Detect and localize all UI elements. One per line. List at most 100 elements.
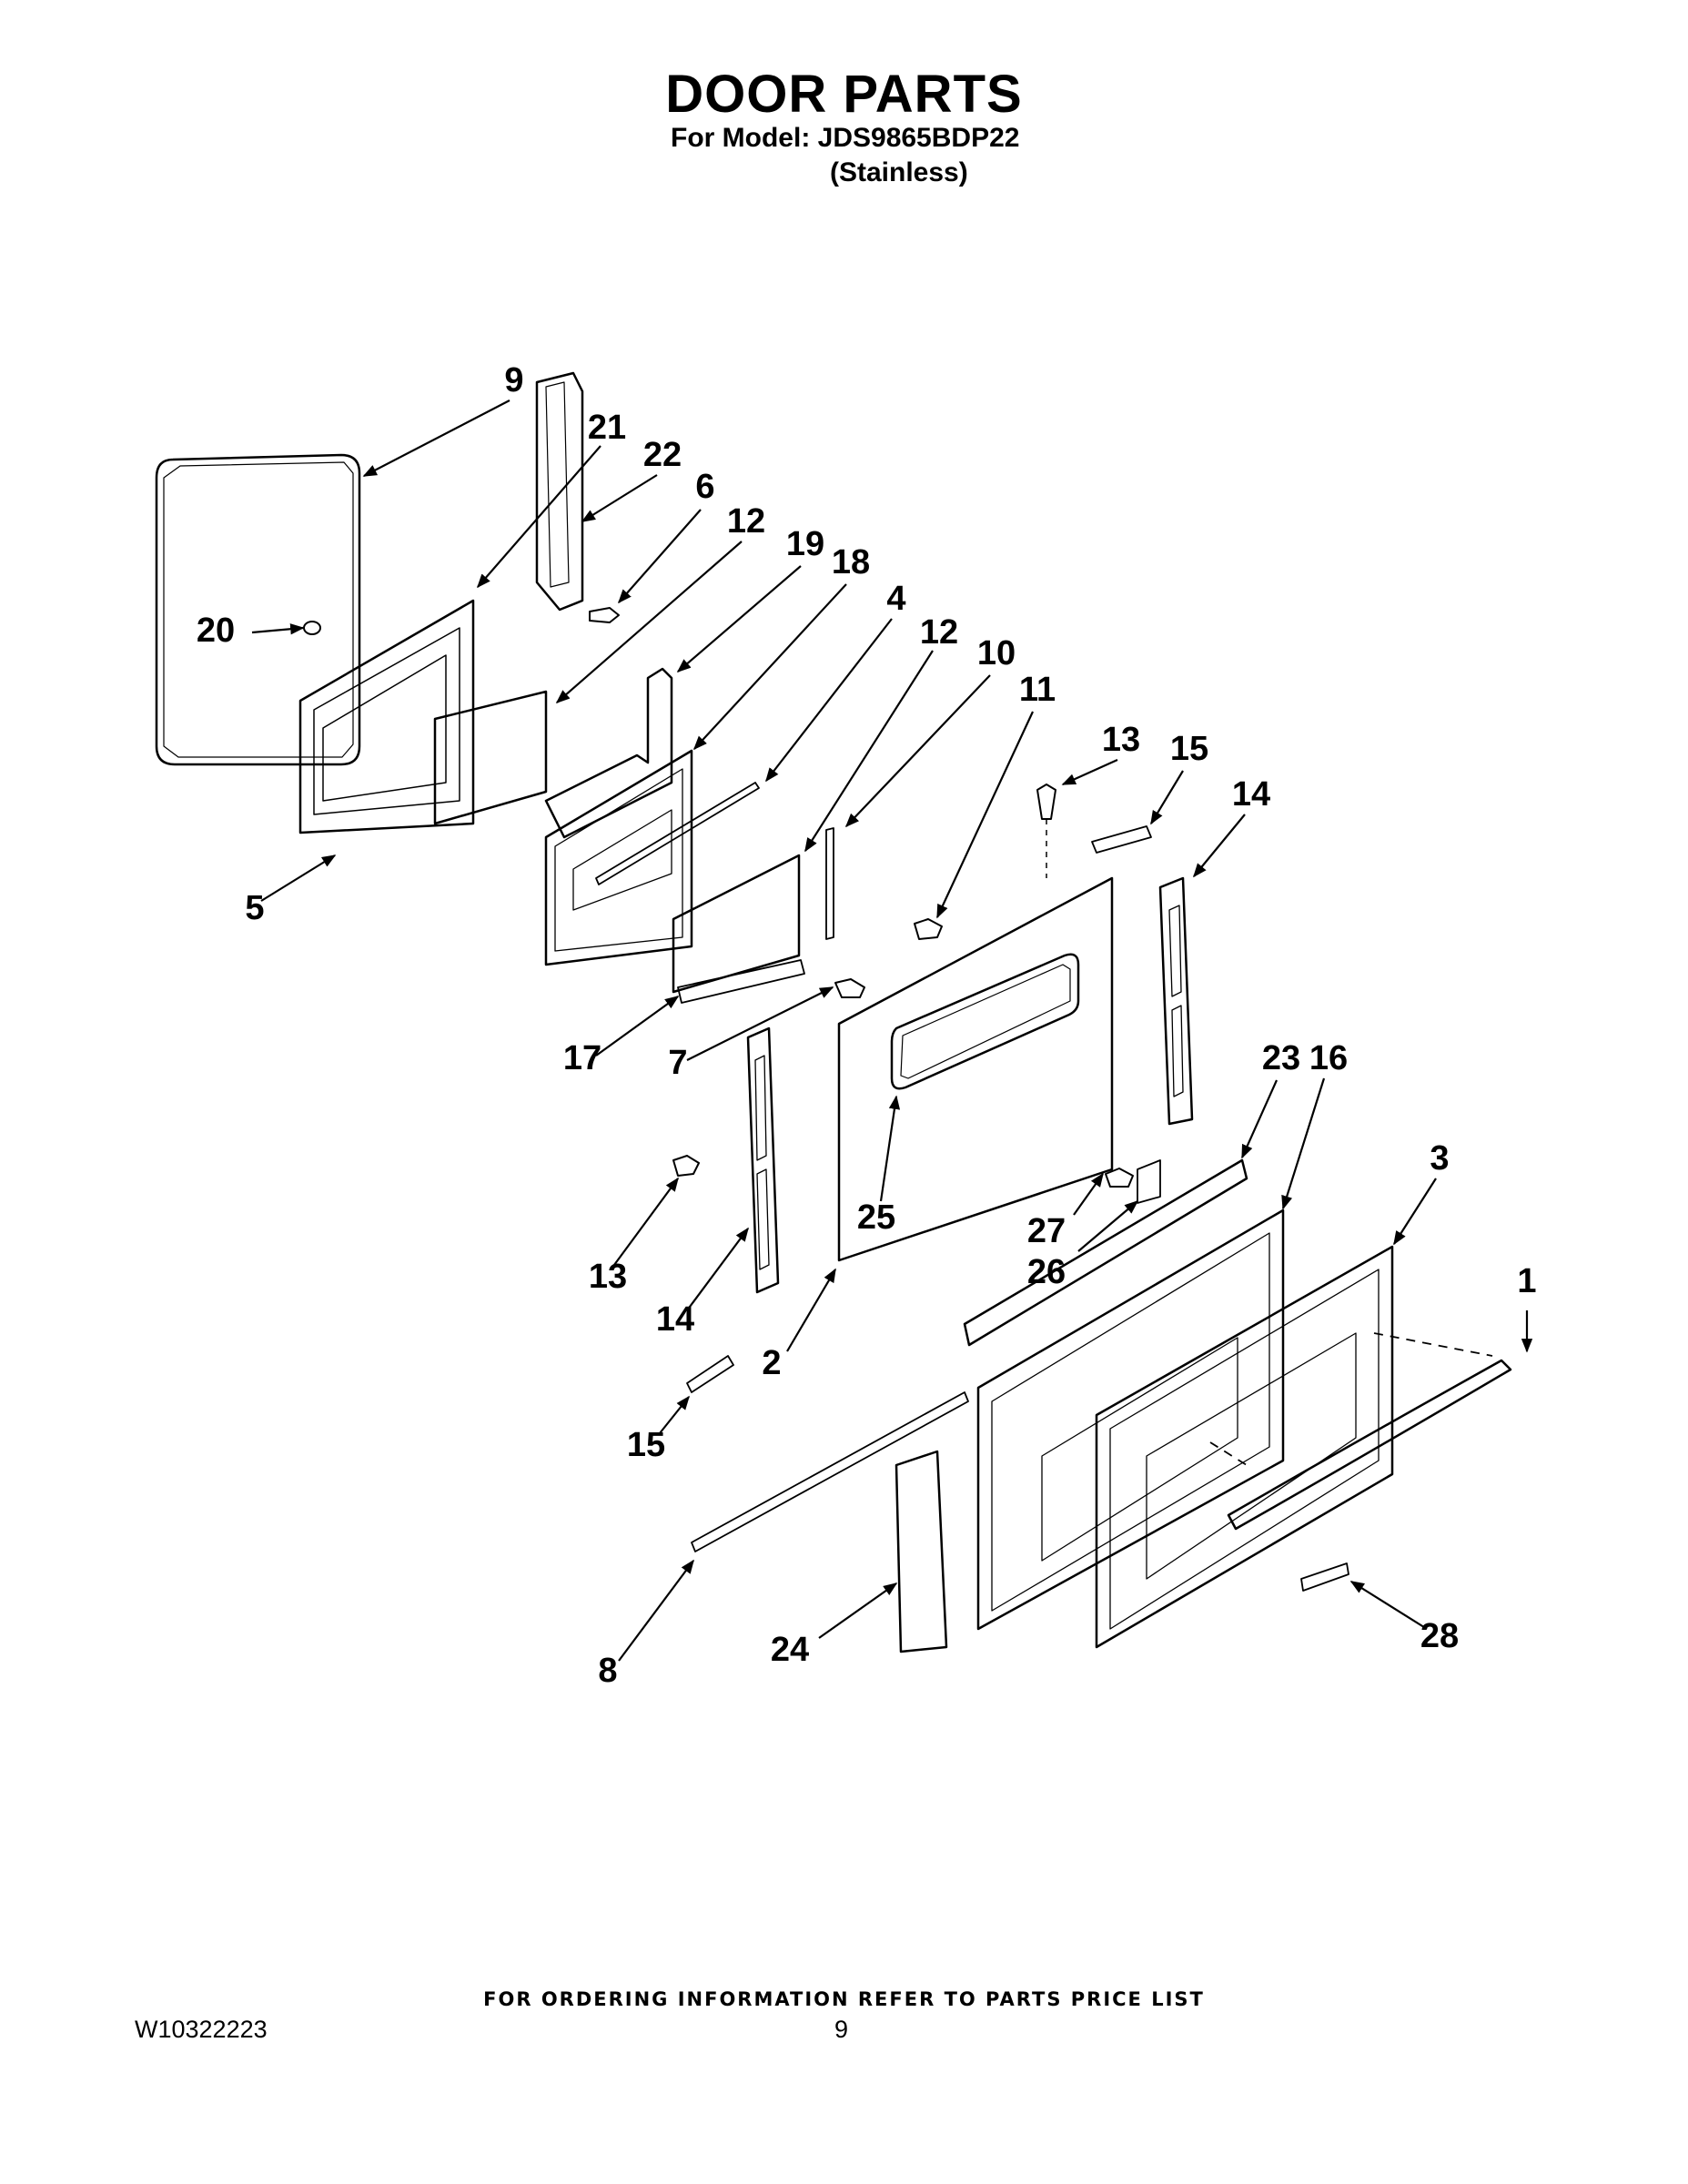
leader-line-c16 (1281, 1077, 1326, 1210)
callout-c14a: 14 (1232, 775, 1270, 814)
callout-c26: 26 (1027, 1253, 1066, 1291)
leader-line-c6 (617, 509, 702, 604)
leader-line-c21 (476, 445, 601, 589)
screw-13-bottom (672, 1155, 700, 1177)
leader-line-c2 (786, 1268, 836, 1352)
callout-c24: 24 (771, 1631, 809, 1669)
leader-line-c12a (555, 541, 743, 704)
callout-c20: 20 (197, 612, 235, 650)
inner-window-glass (433, 690, 548, 825)
callout-c10: 10 (977, 634, 1016, 672)
leader-line-c11 (936, 711, 1034, 919)
screw-6 (589, 607, 620, 623)
clip-15-top (1091, 825, 1152, 854)
leader-line-c18 (692, 583, 847, 751)
outer-door-frame (976, 1208, 1285, 1631)
callout-c19: 19 (786, 525, 824, 563)
callout-c12b: 12 (920, 613, 958, 652)
callout-c5: 5 (245, 889, 264, 927)
model-finish: (Stainless) (830, 157, 968, 187)
brand-badge (1300, 1562, 1349, 1592)
insulation-pad (895, 1450, 948, 1653)
callout-c8: 8 (598, 1652, 617, 1690)
leader-line-c27 (1073, 1172, 1104, 1216)
callout-c25: 25 (857, 1198, 895, 1237)
callout-c11: 11 (1019, 671, 1056, 709)
callout-c3: 3 (1430, 1139, 1449, 1178)
leader-line-c13b (613, 1177, 679, 1266)
callout-c7: 7 (668, 1044, 687, 1082)
callout-c22: 22 (643, 436, 682, 474)
window-gasket (890, 953, 1080, 1090)
callout-c13b: 13 (589, 1258, 627, 1296)
door-gasket (155, 453, 361, 766)
page-number: 9 (834, 2016, 849, 2043)
leader-line-c5 (260, 854, 337, 902)
leader-line-c14b (686, 1227, 749, 1311)
door-hinge (535, 371, 584, 612)
leader-line-c3 (1393, 1178, 1437, 1246)
leader-line-c4 (765, 618, 893, 783)
callout-c28: 28 (1420, 1617, 1459, 1655)
leader-line-c26 (1077, 1200, 1139, 1252)
page-title: DOOR PARTS (665, 65, 1023, 124)
callout-c1: 1 (1517, 1262, 1536, 1300)
window-rail (595, 782, 760, 885)
leader-line-c7 (686, 986, 834, 1061)
leader-line-c23 (1240, 1079, 1279, 1159)
bottom-bracket (677, 959, 805, 1004)
side-channel-right (1158, 876, 1194, 1126)
callout-c16: 16 (1309, 1039, 1348, 1077)
callout-c18: 18 (832, 543, 870, 581)
callout-c13a: 13 (1102, 721, 1140, 759)
leader-line-c15b (659, 1395, 690, 1434)
bottom-vent-rail (691, 1391, 969, 1552)
door-handle (1227, 1359, 1512, 1531)
outer-window-glass (672, 854, 801, 994)
ordering-note: FOR ORDERING INFORMATION REFER TO PARTS … (483, 1988, 1205, 2010)
callout-c6: 6 (695, 468, 714, 506)
door-bumper (303, 621, 321, 635)
callout-c21: 21 (588, 409, 626, 447)
callout-c15a: 15 (1170, 730, 1208, 768)
callout-c15b: 15 (627, 1426, 665, 1464)
callout-c23: 23 (1262, 1039, 1300, 1077)
callout-c27: 27 (1027, 1212, 1066, 1250)
leader-line-c13a (1061, 758, 1118, 786)
callout-c17: 17 (563, 1039, 601, 1077)
inner-door-liner (298, 599, 475, 834)
leader-line-c28 (1349, 1581, 1428, 1630)
callout-c12a: 12 (727, 502, 765, 541)
leader-line-c14a (1193, 814, 1246, 878)
screw-13-top (1036, 784, 1056, 820)
leader-line-c8 (618, 1559, 694, 1662)
air-baffle (544, 667, 673, 839)
leader-line-c15a (1150, 770, 1184, 825)
callout-c4: 4 (886, 580, 905, 618)
window-pack-frame (544, 749, 693, 966)
leader-line-c20 (251, 623, 305, 635)
leader-line-c24 (818, 1582, 898, 1639)
leader-line-c22 (581, 474, 658, 522)
leader-line-c9 (362, 399, 510, 477)
insulation-strip (963, 1158, 1248, 1347)
side-channel-left (746, 1026, 780, 1294)
clip-15-bottom (686, 1355, 734, 1393)
screw-11 (914, 918, 943, 940)
leader-line-c19 (676, 565, 802, 673)
leader-line-c25 (879, 1095, 901, 1202)
model-number: For Model: JDS9865BDP22 (671, 123, 1020, 153)
screw-27 (1105, 1168, 1134, 1188)
door-panel (837, 876, 1114, 1262)
callout-c9: 9 (504, 361, 523, 399)
leader-line-c17 (595, 996, 680, 1057)
leader-line-c10 (844, 674, 991, 828)
door-strip (825, 827, 834, 940)
document-number: W10322223 (135, 2016, 268, 2043)
callout-c14b: 14 (656, 1300, 694, 1339)
plate-26 (1137, 1159, 1161, 1204)
screw-7 (834, 978, 865, 998)
callout-c2: 2 (762, 1344, 781, 1382)
leader-line-c12b (804, 650, 934, 853)
